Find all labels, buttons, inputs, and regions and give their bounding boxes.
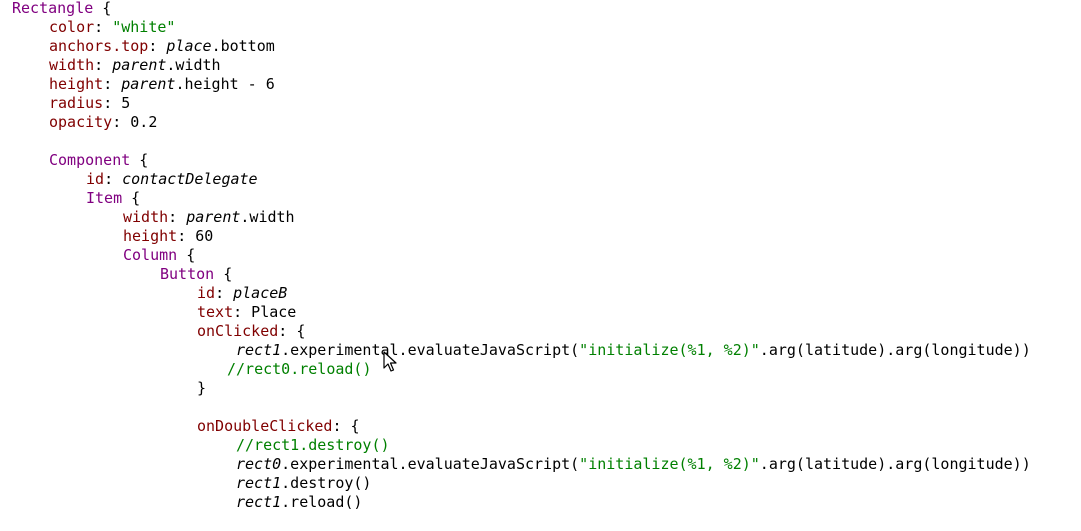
code-line[interactable]: Rectangle {	[12, 0, 1031, 18]
code-line[interactable]: ​	[12, 132, 1031, 151]
code-token-com: //rect0.reload()	[227, 360, 372, 378]
code-token-plain: }	[197, 379, 207, 397]
code-token-id: parent	[121, 75, 176, 93]
code-token-kw: Rectangle	[12, 0, 94, 17]
code-token-id: rect1	[236, 474, 282, 492]
code-token-plain: : {	[278, 322, 306, 340]
code-line[interactable]: Item {	[12, 189, 1031, 208]
code-token-prop: width	[123, 208, 169, 226]
code-line[interactable]: rect1.experimental.evaluateJavaScript("i…	[12, 341, 1031, 360]
code-token-kw: Item	[86, 189, 123, 207]
code-token-plain: :	[148, 37, 167, 55]
code-line[interactable]: Column {	[12, 246, 1031, 265]
code-token-plain: :	[168, 208, 187, 226]
code-token-plain: :	[104, 170, 123, 188]
code-token-plain: : 0.2	[112, 113, 158, 131]
code-token-plain: .height - 6	[175, 75, 275, 93]
code-token-id: rect1	[236, 341, 282, 359]
code-token-plain: .arg(latitude).arg(longitude))	[759, 341, 1031, 359]
code-line[interactable]: opacity: 0.2	[12, 113, 1031, 132]
code-token-plain: {	[93, 0, 112, 17]
code-token-kw: Component	[49, 151, 131, 169]
code-line[interactable]: rect1.destroy()	[12, 474, 1031, 493]
code-token-prop: onClicked	[197, 322, 279, 340]
code-line[interactable]: height: 60	[12, 227, 1031, 246]
code-token-plain: .experimental.evaluateJavaScript(	[281, 455, 580, 473]
code-token-plain: .width	[166, 56, 221, 74]
code-token-plain: .destroy()	[281, 474, 372, 492]
code-token-id: rect0	[236, 455, 282, 473]
code-token-kw: Button	[160, 265, 215, 283]
code-token-plain: : Place	[233, 303, 297, 321]
code-line[interactable]: anchors.top: place.bottom	[12, 37, 1031, 56]
code-token-prop: opacity	[49, 113, 113, 131]
code-token-id: rect1	[236, 493, 282, 511]
code-token-kw: Column	[123, 246, 178, 264]
code-line[interactable]: width: parent.width	[12, 208, 1031, 227]
code-token-plain: {	[130, 151, 149, 169]
code-token-id: parent	[186, 208, 241, 226]
code-line[interactable]: //rect0.reload()	[12, 360, 1031, 379]
code-token-prop: radius	[49, 94, 104, 112]
code-token-prop: text	[197, 303, 234, 321]
code-line[interactable]: ​	[12, 398, 1031, 417]
code-line[interactable]: rect0.experimental.evaluateJavaScript("i…	[12, 455, 1031, 474]
code-token-prop: onDoubleClicked	[197, 417, 333, 435]
code-token-id: contactDelegate	[122, 170, 258, 188]
code-token-plain: : 5	[103, 94, 131, 112]
code-line[interactable]: text: Place	[12, 303, 1031, 322]
code-token-plain: :	[215, 284, 234, 302]
code-line[interactable]: id: placeB	[12, 284, 1031, 303]
code-line[interactable]: Button {	[12, 265, 1031, 284]
code-token-plain: .bottom	[211, 37, 275, 55]
code-token-prop: height	[123, 227, 178, 245]
code-token-plain: :	[103, 75, 122, 93]
code-line[interactable]: rect1.reload()	[12, 493, 1031, 512]
code-line[interactable]: Component {	[12, 151, 1031, 170]
code-token-plain: {	[214, 265, 233, 283]
code-token-plain: .width	[240, 208, 295, 226]
code-token-plain: .reload()	[281, 493, 363, 511]
code-token-prop: id	[197, 284, 216, 302]
code-line[interactable]: onClicked: {	[12, 322, 1031, 341]
code-token-plain: :	[94, 18, 113, 36]
code-line[interactable]: onDoubleClicked: {	[12, 417, 1031, 436]
code-token-plain: .experimental.evaluateJavaScript(	[281, 341, 580, 359]
code-token-id: parent	[112, 56, 167, 74]
code-line[interactable]: color: "white"	[12, 18, 1031, 37]
code-token-plain: :	[94, 56, 113, 74]
code-token-str: "white"	[112, 18, 176, 36]
code-line[interactable]: radius: 5	[12, 94, 1031, 113]
code-token-plain: : 60	[177, 227, 214, 245]
code-token-prop: anchors.top	[49, 37, 149, 55]
mouse-pointer-icon	[383, 351, 397, 372]
code-token-plain: {	[122, 189, 141, 207]
code-token-plain: .arg(latitude).arg(longitude))	[759, 455, 1031, 473]
code-token-prop: color	[49, 18, 95, 36]
code-token-id: place	[166, 37, 212, 55]
code-token-prop: height	[49, 75, 104, 93]
code-token-com: //rect1.destroy()	[236, 436, 390, 454]
code-line[interactable]: }	[12, 379, 1031, 398]
code-line[interactable]: //rect1.destroy()	[12, 436, 1031, 455]
code-token-str: "initialize(%1, %2)"	[579, 341, 760, 359]
code-line[interactable]: width: parent.width	[12, 56, 1031, 75]
code-text-area[interactable]: Rectangle {color: "white"anchors.top: pl…	[12, 0, 1031, 512]
code-token-str: "initialize(%1, %2)"	[579, 455, 760, 473]
code-token-plain: {	[177, 246, 196, 264]
code-token-id: placeB	[233, 284, 288, 302]
code-line[interactable]: height: parent.height - 6	[12, 75, 1031, 94]
code-line[interactable]: id: contactDelegate	[12, 170, 1031, 189]
code-token-prop: id	[86, 170, 105, 188]
code-token-plain: : {	[332, 417, 360, 435]
code-token-prop: width	[49, 56, 95, 74]
